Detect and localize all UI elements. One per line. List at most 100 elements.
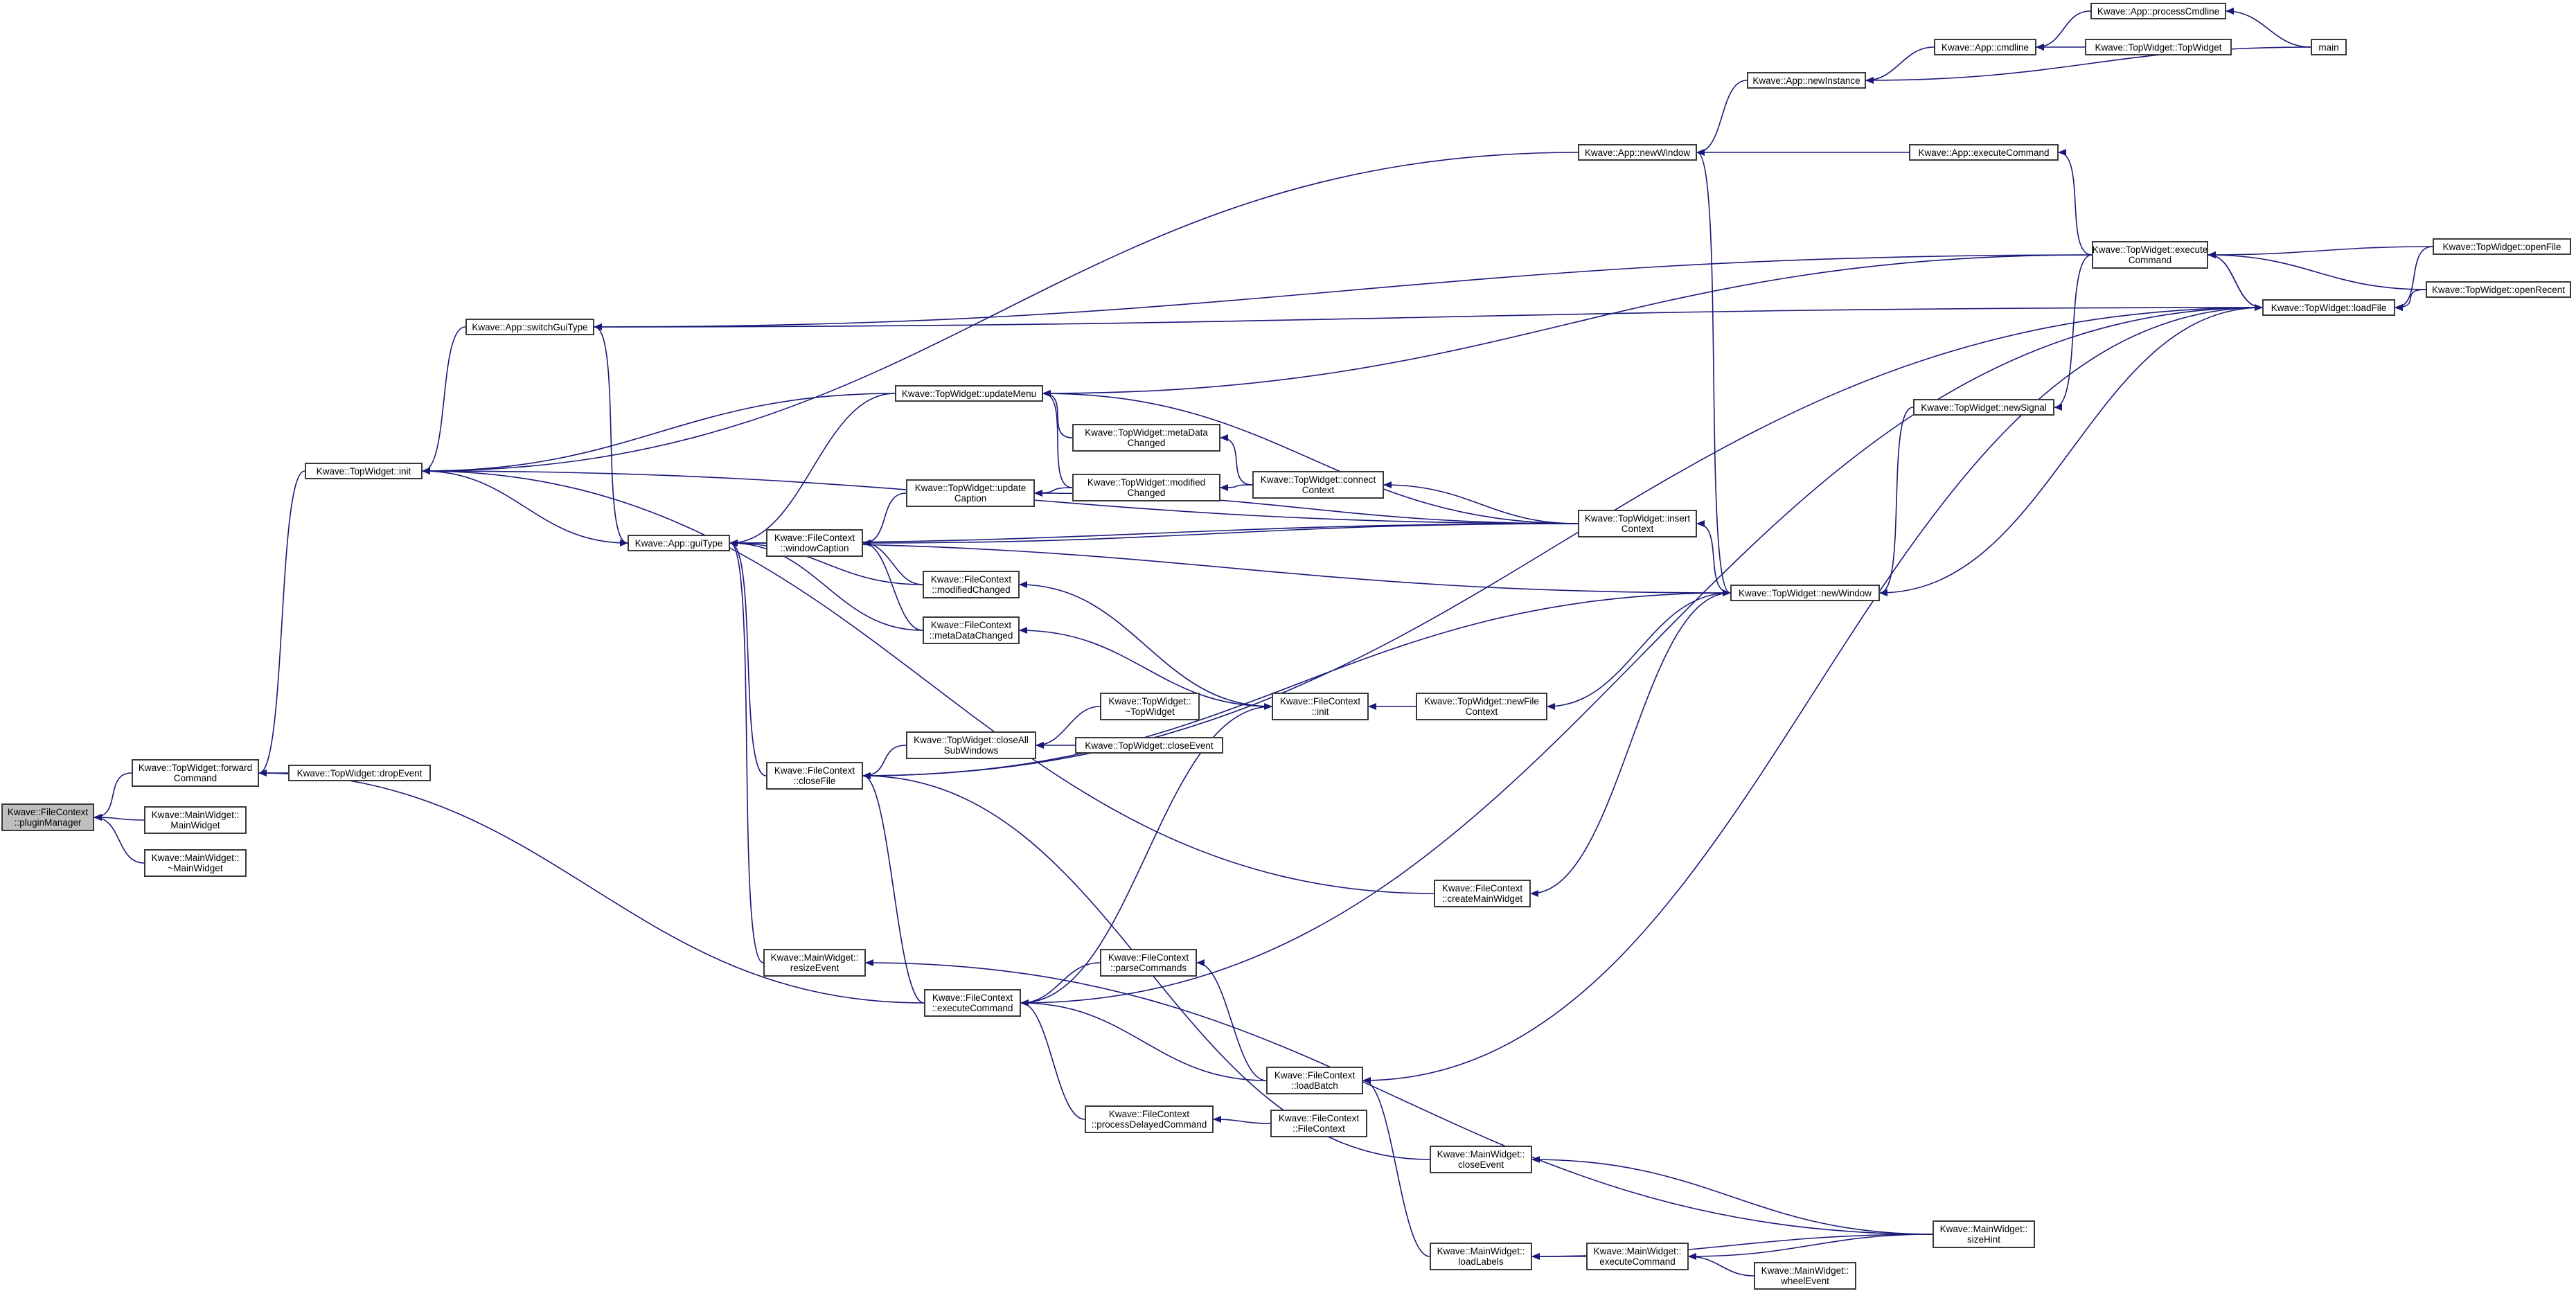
node-filecontext-modifiedchanged[interactable]: Kwave::FileContext ::modifiedChanged [923,571,1020,598]
node-mainwidget-loadlabels[interactable]: Kwave::MainWidget:: loadLabels [1430,1243,1532,1270]
node-filecontext-constructor[interactable]: Kwave::FileContext ::FileContext [1270,1110,1367,1137]
call-edge-tw_executeCommand-to-tw_updateMenu [1042,254,2093,397]
call-edge-tw_forwardCommand-to-focus [94,772,132,821]
call-edge-fc_metaDataChanged-to-app_guiType [729,540,923,631]
call-edge-tw_insertContext-to-tw_connectContext [1383,481,1579,524]
node-mainwidget-executecommand[interactable]: Kwave::MainWidget:: executeCommand [1586,1243,1689,1270]
node-topwidget-init[interactable]: Kwave::TopWidget::init [305,463,423,479]
node-topwidget-newfilecontext[interactable]: Kwave::TopWidget::newFile Context [1416,693,1547,720]
call-edge-app_newWindow-to-tw_newWindow [1696,152,1731,596]
node-mainwidget-closeevent[interactable]: Kwave::MainWidget:: closeEvent [1430,1146,1532,1173]
node-mainwidget-sizehint[interactable]: Kwave::MainWidget:: sizeHint [1933,1220,2035,1248]
call-edge-tw_updateMenu-to-tw_init [422,393,896,474]
node-app-processcmdline[interactable]: Kwave::App::processCmdline [2090,3,2226,19]
call-edge-app_newInstance-to-app_newWindow [1696,80,1748,156]
call-edge-tw_executeCommand-to-tw_newSignal [2054,254,2093,411]
node-topwidget-openrecent[interactable]: Kwave::TopWidget::openRecent [2426,281,2571,298]
node-filecontext-init[interactable]: Kwave::FileContext ::init [1272,693,1369,720]
node-filecontext-metadatachanged[interactable]: Kwave::FileContext ::metaDataChanged [923,616,1020,644]
call-edge-tw_openRecent-to-tw_loadFile [2395,289,2426,311]
call-edge-tw_updateMenu-to-app_guiType [729,393,896,546]
call-edge-app_newWindow-to-tw_init [422,152,1579,474]
node-mainwidget-resizeevent[interactable]: Kwave::MainWidget:: resizeEvent [763,949,866,977]
call-edge-tw_newWindow-to-fc_closeFile [862,592,1731,779]
call-edge-app_cmdline-to-app_newInstance [1865,46,1935,84]
node-app-executecommand[interactable]: Kwave::App::executeCommand [1909,144,2059,161]
call-edge-mw_sizeHint-to-mw_resizeEvent [865,959,1933,1235]
call-edge-app_switchGuiType-to-tw_init [422,326,466,474]
call-edge-fc_executeCommand-to-fc_init [1020,703,1272,1004]
node-topwidget-closeevent[interactable]: Kwave::TopWidget::closeEvent [1075,737,1223,754]
node-topwidget-executecommand[interactable]: Kwave::TopWidget::execute Command [2092,241,2208,269]
node-topwidget-closeallsubwindows[interactable]: Kwave::TopWidget::closeAll SubWindows [906,731,1036,759]
node-topwidget-openfile[interactable]: Kwave::TopWidget::openFile [2433,238,2571,255]
node-filecontext-executecommand[interactable]: Kwave::FileContext ::executeCommand [924,989,1021,1017]
call-edge-tw_insertContext-to-tw_updateMenu [1042,390,1579,524]
node-topwidget-connectcontext[interactable]: Kwave::TopWidget::connect Context [1252,471,1384,499]
node-app-guitype[interactable]: Kwave::App::guiType [628,535,730,551]
node-main[interactable]: main [2311,39,2347,55]
call-edge-fc_loadBatch-to-fc_parseCommands [1196,959,1267,1081]
node-app-switchguitype[interactable]: Kwave::App::switchGuiType [465,319,594,335]
node-topwidget-updatemenu[interactable]: Kwave::TopWidget::updateMenu [895,385,1043,402]
node-filecontext-createmainwidget[interactable]: Kwave::FileContext ::createMainWidget [1434,880,1531,907]
node-mainwidget-wheelevent[interactable]: Kwave::MainWidget:: wheelEvent [1754,1262,1856,1290]
node-filecontext-windowcaption[interactable]: Kwave::FileContext ::windowCaption [766,529,863,557]
call-edge-tw_newWindow-to-fc_createMainWidget [1530,592,1731,897]
node-filecontext-closefile[interactable]: Kwave::FileContext ::closeFile [766,762,863,790]
call-edge-main-to-app_newInstance [1865,46,2311,84]
call-edge-mw_resizeEvent-to-app_guiType [729,540,764,963]
call-edge-app_switchGuiType-to-app_guiType [594,326,628,546]
node-mainwidget-destructor[interactable]: Kwave::MainWidget:: ~MainWidget [144,849,247,877]
call-edge-tw_newWindow-to-tw_insertContext [1696,520,1731,594]
call-edge-tw_newSignal-to-tw_newWindow [1879,407,1914,596]
call-edge-tw_openFile-to-tw_executeCommand [2208,246,2433,258]
node-topwidget-updatecaption[interactable]: Kwave::TopWidget::update Caption [906,479,1035,507]
call-edge-tw_newWindow-to-app_guiType [729,540,1731,594]
node-topwidget-insertcontext[interactable]: Kwave::TopWidget::insert Context [1578,510,1697,537]
call-edge-tw_connectContext-to-tw_metaDataChanged [1220,434,1253,486]
node-topwidget-dropevent[interactable]: Kwave::TopWidget::dropEvent [288,765,431,781]
call-edge-fc_createMainWidget-to-tw_init [422,468,1434,894]
node-filecontext-loadbatch[interactable]: Kwave::FileContext ::loadBatch [1266,1067,1363,1094]
node-filecontext-pluginmanager[interactable]: Kwave::FileContext ::pluginManager [1,803,94,831]
call-edge-fc_modifiedChanged-to-app_guiType [729,540,923,585]
call-edge-tw_executeCommand-to-app_switchGuiType [594,254,2093,330]
node-topwidget-metadatachanged[interactable]: Kwave::TopWidget::metaData Changed [1072,424,1220,452]
call-edge-fc_metaDataChanged-to-fc_windowCaption [862,540,923,631]
call-edge-fc_init-to-fc_metaDataChanged [1019,627,1272,707]
node-topwidget-loadfile[interactable]: Kwave::TopWidget::loadFile [2262,299,2395,316]
call-edge-tw_loadFile-to-fc_executeCommand [1020,307,2263,1006]
call-edge-tw_modifiedChanged-to-tw_updateCaption [1034,487,1073,497]
node-filecontext-processdelayedcommand[interactable]: Kwave::FileContext ::processDelayedComma… [1085,1105,1214,1133]
call-edge-tw_executeCommand-to-tw_loadFile [2208,254,2263,311]
node-app-cmdline[interactable]: Kwave::App::cmdline [1934,39,2036,55]
node-app-newinstance[interactable]: Kwave::App::newInstance [1747,72,1866,89]
call-edge-mw_sizeHint-to-mw_executeCommand [1688,1234,1933,1260]
node-topwidget-newsignal[interactable]: Kwave::TopWidget::newSignal [1913,399,2054,416]
call-edge-main-to-app_processCmdline [2226,8,2311,48]
call-edge-tw_insertContext-to-fc_windowCaption [862,523,1579,546]
call-edge-mw_wheelEvent-to-mw_executeCommand [1688,1253,1755,1277]
call-edge-tw_executeCommand-to-app_executeCommand [2058,149,2093,256]
call-edge-tw_connectContext-to-tw_modifiedChanged [1220,483,1253,491]
node-mainwidget-mainwidget[interactable]: Kwave::MainWidget:: MainWidget [144,806,247,834]
call-edge-tw_dtor-to-tw_closeAllSubWindows [1036,706,1101,749]
call-edge-tw_updateCaption-to-fc_windowCaption [862,492,907,546]
node-topwidget-constructor[interactable]: Kwave::TopWidget::TopWidget [2085,39,2232,55]
call-edge-app_guiType-to-tw_init [422,468,628,544]
call-edge-tw_closeAllSubWindows-to-fc_closeFile [862,745,907,779]
node-topwidget-modifiedchanged[interactable]: Kwave::TopWidget::modified Changed [1072,474,1220,501]
node-topwidget-newwindow[interactable]: Kwave::TopWidget::newWindow [1730,585,1880,601]
call-edge-fc_executeCommand-to-fc_closeFile [862,772,925,1004]
call-edge-mw_sizeHint-to-mw_closeEvent [1531,1156,1933,1235]
node-app-newwindow[interactable]: Kwave::App::newWindow [1578,144,1697,161]
call-edge-fc_modifiedChanged-to-fc_windowCaption [862,540,923,585]
call-edge-tw_loadFile-to-app_switchGuiType [594,307,2263,330]
node-topwidget-forwardcommand[interactable]: Kwave::TopWidget::forward Command [132,759,259,787]
node-topwidget-destructor[interactable]: Kwave::TopWidget:: ~TopWidget [1100,693,1200,720]
call-edge-fc_ctor-to-fc_processDelayed [1213,1116,1271,1124]
node-filecontext-parsecommands[interactable]: Kwave::FileContext ::parseCommands [1100,949,1197,977]
call-edge-tw_openRecent-to-tw_executeCommand [2208,251,2426,290]
